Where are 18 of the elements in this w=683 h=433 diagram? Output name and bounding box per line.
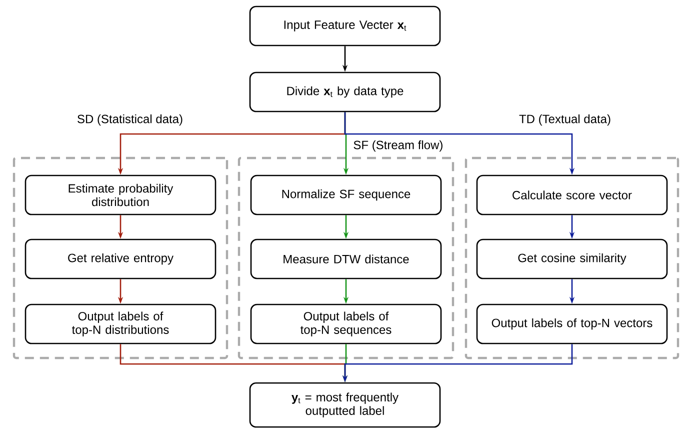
process-box: Normalize SF sequence — [250, 174, 442, 216]
dashed-group-box — [12, 156, 228, 360]
edge-label: SD (Statistical data) — [76, 113, 184, 127]
dashed-group-box — [238, 156, 454, 360]
process-box: Get cosine similarity — [476, 238, 668, 280]
process-box: Measure DTW distance — [250, 238, 442, 280]
process-box: y$_{t}$ = most frequently outputted label — [249, 382, 441, 428]
edge-label: TD (Textual data) — [518, 113, 612, 127]
process-box: Output labels of top-N distributions — [24, 304, 216, 344]
process-box: Get relative entropy — [24, 238, 216, 280]
dashed-group-box — [464, 156, 680, 360]
edge-label: SF (Stream flow) — [352, 139, 444, 153]
process-box: Divide x$_{t}$ by data type — [249, 72, 441, 112]
process-box: Estimate probability distribution — [24, 174, 216, 216]
process-box: Output labels of top-N sequences — [250, 304, 442, 344]
process-box: Output labels of top-N vectors — [476, 304, 668, 344]
process-box: Calculate score vector — [476, 174, 668, 216]
process-box: Input Feature Vecter x$_{t}$ — [249, 6, 441, 46]
